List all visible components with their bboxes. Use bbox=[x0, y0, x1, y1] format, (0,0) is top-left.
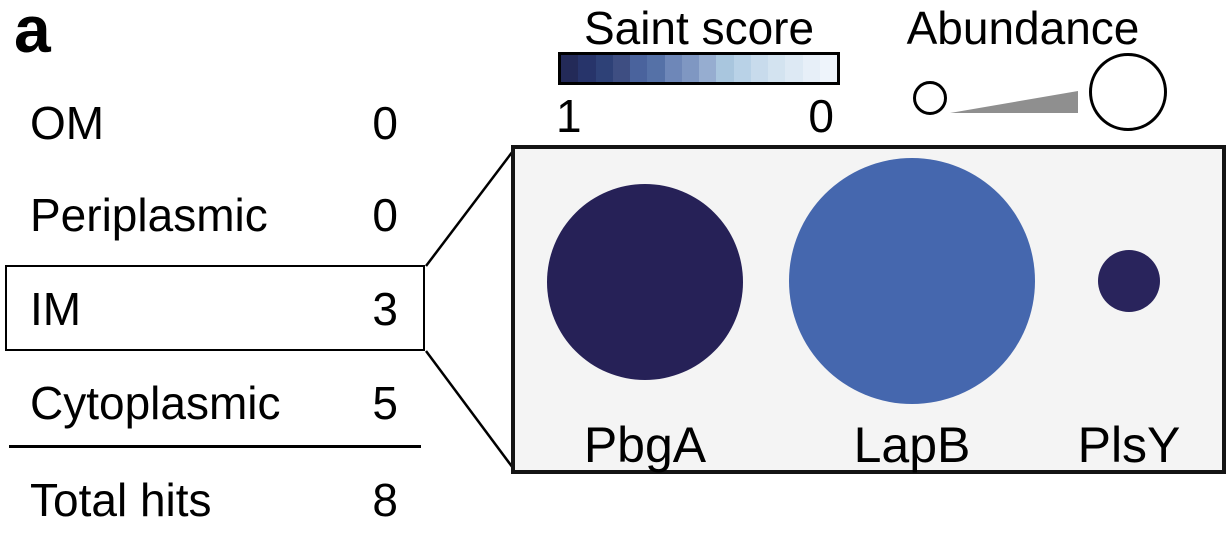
gradient-step bbox=[647, 55, 665, 82]
gradient-step bbox=[664, 55, 682, 82]
row-label-total-hits: Total hits bbox=[30, 474, 212, 526]
saint-min-label: 0 bbox=[808, 90, 834, 142]
row-label-om: OM bbox=[30, 97, 105, 149]
gradient-step bbox=[716, 55, 734, 82]
row-value-om: 0 bbox=[372, 97, 398, 149]
connector-line-top bbox=[425, 150, 514, 267]
table-row-periplasmic: Periplasmic 0 bbox=[30, 192, 398, 238]
saint-scale-labels: 1 0 bbox=[556, 93, 834, 139]
row-value-cytoplasmic: 5 bbox=[372, 377, 398, 429]
gradient-step bbox=[733, 55, 751, 82]
gradient-step bbox=[578, 55, 596, 82]
abundance-large-circle-icon bbox=[1089, 53, 1167, 131]
row-label-cytoplasmic: Cytoplasmic bbox=[30, 377, 281, 429]
table-row-cytoplasmic: Cytoplasmic 5 bbox=[30, 380, 398, 426]
gradient-step bbox=[785, 55, 803, 82]
table-divider-line bbox=[9, 445, 421, 448]
row-value-total-hits: 8 bbox=[372, 474, 398, 526]
gradient-step bbox=[819, 55, 837, 82]
row-value-im: 3 bbox=[372, 283, 398, 335]
im-highlight-box bbox=[5, 265, 425, 351]
abundance-wedge-icon bbox=[950, 91, 1078, 113]
saint-max-label: 1 bbox=[556, 90, 582, 142]
gradient-step bbox=[768, 55, 786, 82]
bubble-lapb bbox=[789, 158, 1035, 404]
bubble-label-lapb: LapB bbox=[853, 417, 971, 473]
table-row-im: IM 3 bbox=[30, 286, 398, 332]
gradient-step bbox=[681, 55, 699, 82]
saint-gradient-bar bbox=[558, 52, 840, 85]
bubble-plsy bbox=[1098, 250, 1160, 312]
row-value-periplasmic: 0 bbox=[372, 189, 398, 241]
gradient-step bbox=[595, 55, 613, 82]
bubble-label-pbga: PbgA bbox=[583, 417, 707, 473]
table-row-om: OM 0 bbox=[30, 100, 398, 146]
panel-label: a bbox=[14, 0, 51, 66]
abundance-small-circle-icon bbox=[913, 81, 947, 115]
connector-line-bottom bbox=[424, 350, 515, 469]
row-label-im: IM bbox=[30, 283, 82, 335]
gradient-step bbox=[802, 55, 820, 82]
gradient-step bbox=[699, 55, 717, 82]
gradient-step bbox=[750, 55, 768, 82]
saint-score-title: Saint score bbox=[583, 2, 815, 54]
gradient-step bbox=[612, 55, 630, 82]
gradient-step bbox=[630, 55, 648, 82]
gradient-step bbox=[561, 55, 579, 82]
bubble-label-plsy: PlsY bbox=[1077, 417, 1181, 473]
bubble-pbga bbox=[547, 184, 743, 380]
table-row-total-hits: Total hits 8 bbox=[30, 477, 398, 523]
row-label-periplasmic: Periplasmic bbox=[30, 189, 268, 241]
abundance-title: Abundance bbox=[906, 2, 1140, 54]
